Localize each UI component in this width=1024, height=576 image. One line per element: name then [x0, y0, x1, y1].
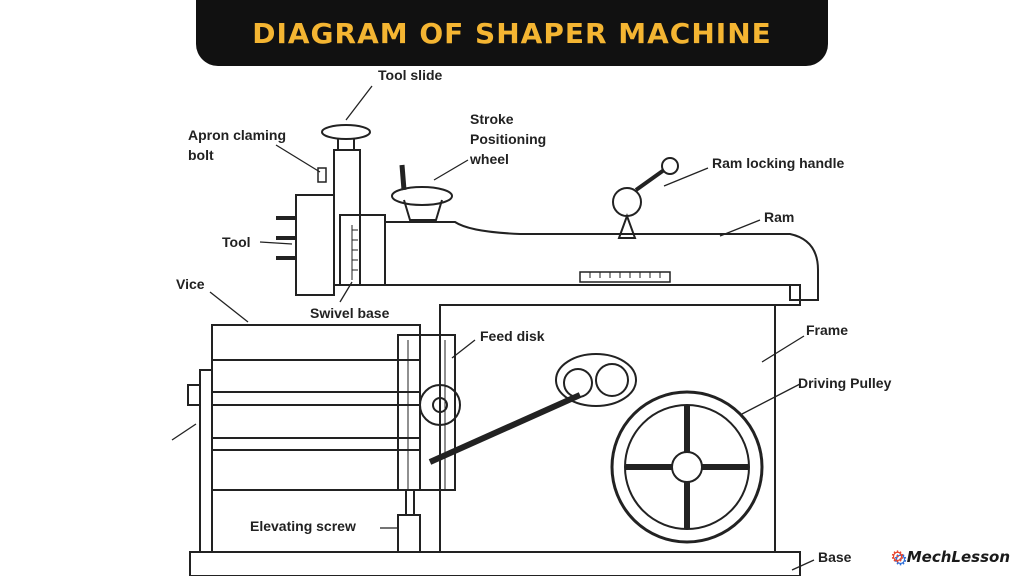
diagram-title: DIAGRAM OF SHAPER MACHINE — [252, 16, 772, 50]
base-plate — [189, 551, 801, 576]
tool-slide — [333, 149, 361, 286]
label-apron-line1: Apron claming — [188, 127, 286, 143]
label-swivel-base: Swivel base — [310, 305, 390, 321]
ram-lock-knob — [612, 187, 642, 217]
feed-plate — [397, 334, 456, 491]
elevating-screw — [397, 514, 421, 553]
tool-slide-handwheel — [321, 124, 371, 140]
label-vice: Vice — [176, 276, 205, 292]
label-driving-pulley: Driving Pulley — [798, 375, 892, 391]
logo-text: MechLesson — [906, 547, 1010, 566]
label-tool-slide: Tool slide — [378, 67, 443, 83]
label-feed-disk: Feed disk — [480, 328, 545, 344]
label-base: Base — [818, 549, 852, 565]
leader-lines — [171, 85, 815, 571]
title-banner: DIAGRAM OF SHAPER MACHINE — [196, 0, 828, 66]
label-stroke-line2: Positioning — [470, 131, 546, 147]
machine-drawing — [187, 124, 819, 576]
label-stroke-line3: wheel — [469, 151, 509, 167]
label-frame: Frame — [806, 322, 848, 338]
label-tool: Tool — [222, 234, 251, 250]
swivel-base — [339, 214, 386, 286]
driving-pulley — [610, 390, 764, 544]
feed-disk — [419, 384, 461, 426]
label-ram: Ram — [764, 209, 794, 225]
label-ram-locking-handle: Ram locking handle — [712, 155, 844, 171]
label-apron-line2: bolt — [188, 147, 214, 163]
vice-table — [211, 324, 421, 491]
gear-icon: ⚙ — [890, 547, 905, 566]
label-elevating-screw: Elevating screw — [250, 518, 356, 534]
apron — [295, 194, 335, 296]
mechlesson-logo: ⚙ MechLesson — [890, 547, 1010, 566]
stroke-wheel — [391, 186, 453, 206]
label-stroke-line1: Stroke — [470, 111, 514, 127]
ram-body — [384, 221, 819, 301]
ram-scale — [579, 271, 671, 283]
